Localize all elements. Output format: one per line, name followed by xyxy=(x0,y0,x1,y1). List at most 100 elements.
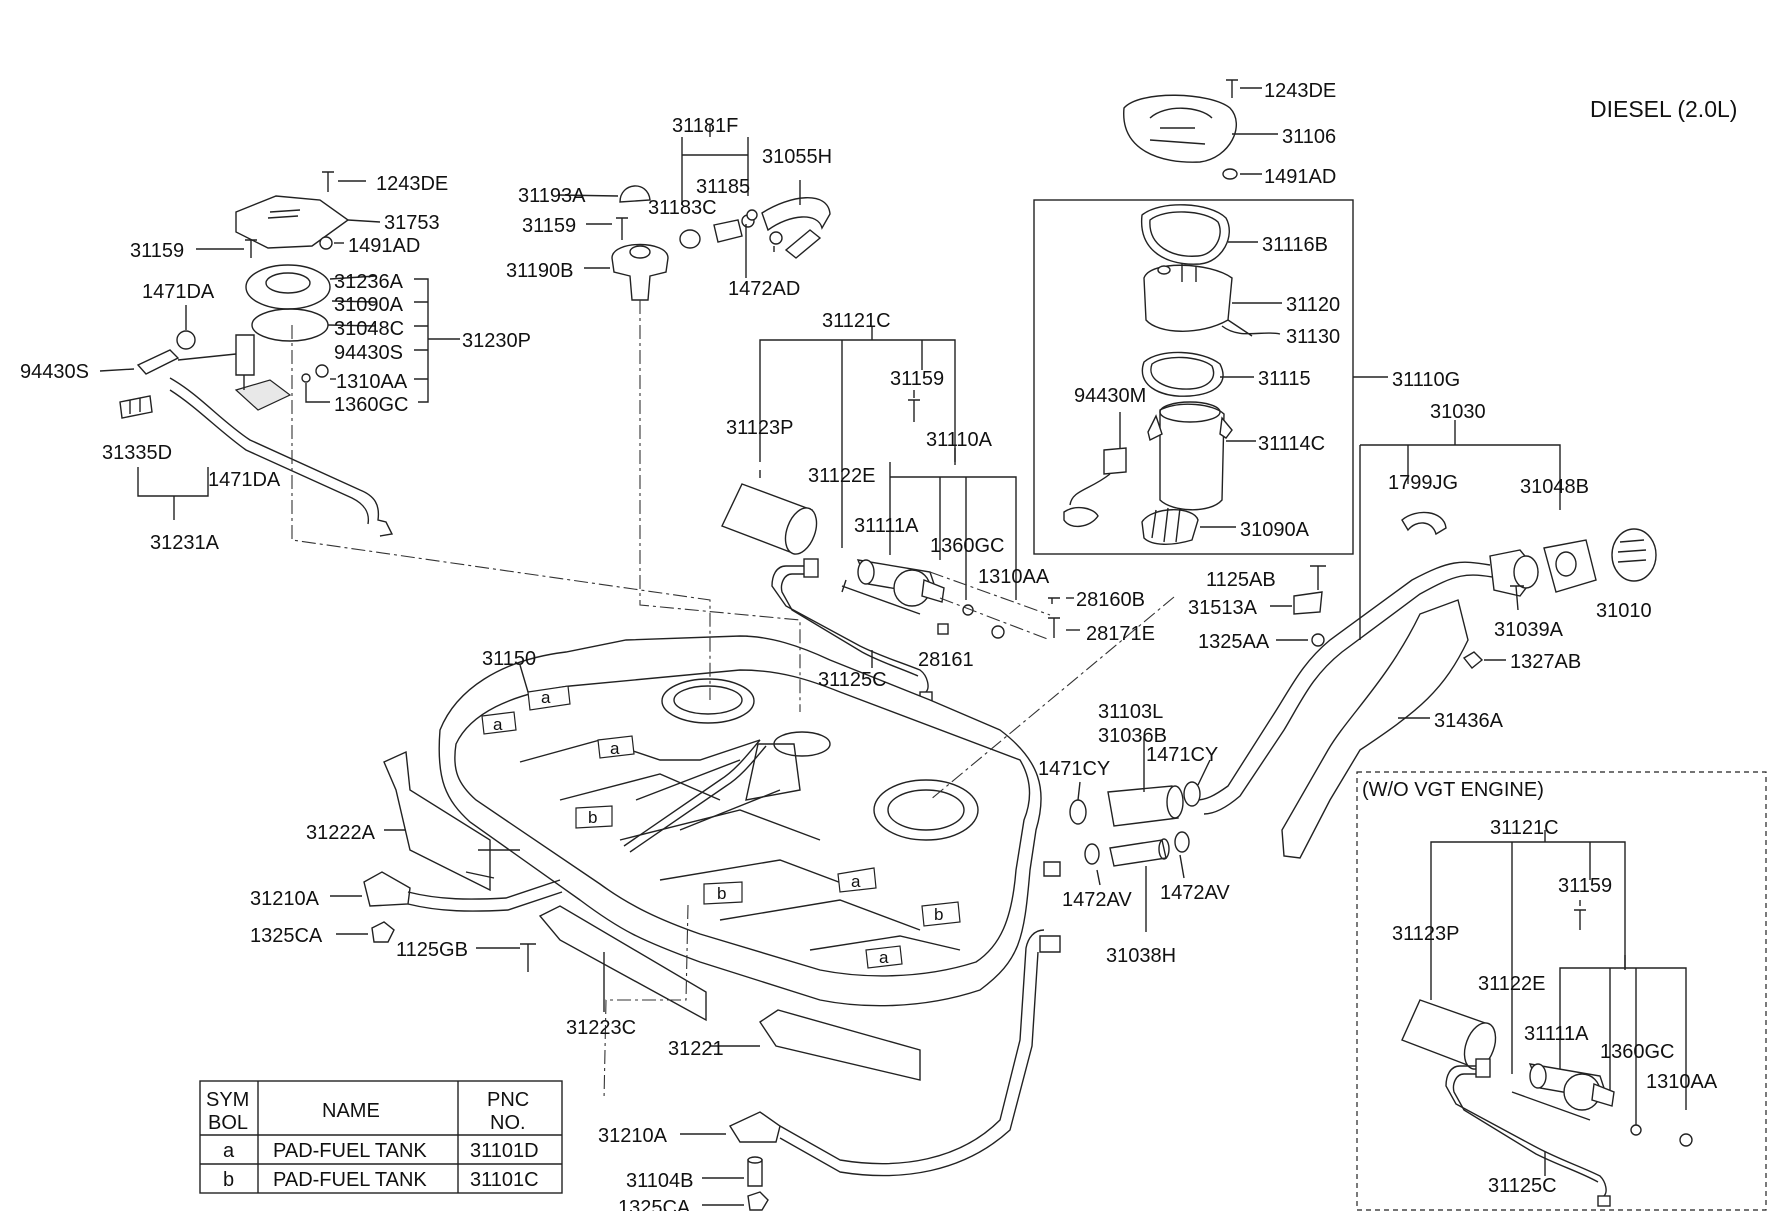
part-label: 1325CA xyxy=(618,1197,691,1211)
part-label: 1243DE xyxy=(1264,80,1336,102)
part-label: 31048C xyxy=(334,318,404,340)
part-label: 31030 xyxy=(1430,401,1486,423)
part-label: 1471DA xyxy=(142,281,215,303)
part-label: 31010 xyxy=(1596,600,1652,622)
inset-wo-vgt-engine xyxy=(1356,771,1767,1211)
part-label: 31185 xyxy=(696,176,750,198)
part-label: 31115 xyxy=(1258,368,1311,390)
part-label: 94430S xyxy=(20,361,89,383)
part-label: 31335D xyxy=(102,442,172,464)
part-label: 31090A xyxy=(334,294,404,316)
pump-module-assembly xyxy=(1033,79,1388,555)
part-label: 31114C xyxy=(1258,433,1325,455)
part-label: 31183C xyxy=(648,197,717,219)
legend-header-pnc: PNC xyxy=(487,1089,529,1111)
part-label: 1310AA xyxy=(978,566,1050,588)
part-label: 31090A xyxy=(1240,519,1310,541)
part-label: 31122E xyxy=(1478,973,1545,995)
filler-hoses xyxy=(1069,736,1211,932)
part-label: 31048B xyxy=(1520,476,1589,498)
filler-neck-assembly xyxy=(1195,420,1657,859)
part-label: 1325AA xyxy=(1198,631,1270,653)
part-label: 31159 xyxy=(522,215,576,237)
part-label: 31123P xyxy=(726,417,793,439)
part-label: 31104B xyxy=(626,1170,693,1192)
pad-b-marker: b xyxy=(703,881,743,905)
part-label: 1471CY xyxy=(1146,744,1218,766)
part-label: 1471DA xyxy=(208,469,281,491)
part-label: 1360GC xyxy=(334,394,409,416)
legend-row-pnc: 31101D xyxy=(470,1140,539,1162)
part-label: 31236A xyxy=(334,271,404,293)
part-label: 1243DE xyxy=(376,173,448,195)
part-label: 1325CA xyxy=(250,925,323,947)
inset-title: (W/O VGT ENGINE) xyxy=(1362,779,1544,801)
part-label: 31193A xyxy=(518,185,586,207)
part-label: 1360GC xyxy=(930,535,1005,557)
part-label: 31123P xyxy=(1392,923,1459,945)
part-label: 1125AB xyxy=(1206,569,1276,591)
part-label: 31122E xyxy=(808,465,875,487)
part-label: 31222A xyxy=(306,822,376,844)
part-label: 31181F xyxy=(672,115,738,137)
fuel-filter-assembly xyxy=(721,326,1080,703)
part-label: 94430M xyxy=(1074,385,1146,407)
part-label: 31159 xyxy=(130,240,184,262)
diagram-title: DIESEL (2.0L) xyxy=(1590,96,1737,122)
part-label: 31753 xyxy=(384,212,440,234)
part-label: 31121C xyxy=(822,310,891,332)
part-label: 31036B xyxy=(1098,725,1167,747)
part-label: 1472AD xyxy=(728,278,800,300)
part-label: 31130 xyxy=(1286,326,1340,348)
part-label: 31039A xyxy=(1494,619,1564,641)
svg-text:a: a xyxy=(493,715,503,734)
part-label: 31159 xyxy=(890,368,944,390)
part-label: 31103L xyxy=(1098,701,1163,723)
part-label: 31120 xyxy=(1286,294,1340,316)
pad-a-marker: a xyxy=(527,685,571,711)
part-label: 1310AA xyxy=(1646,1071,1718,1093)
part-label: 1491AD xyxy=(348,235,420,257)
part-label: 1472AV xyxy=(1160,882,1230,904)
part-label: 28161 xyxy=(918,649,974,671)
part-label: 31436A xyxy=(1434,710,1504,732)
tank-straps xyxy=(330,750,1045,1211)
svg-text:a: a xyxy=(851,872,861,891)
part-label: 31110A xyxy=(926,429,993,451)
part-label: 31111A xyxy=(1524,1023,1589,1045)
pad-a-marker: a xyxy=(597,735,635,759)
part-label: 31106 xyxy=(1282,126,1336,148)
part-label: 31055H xyxy=(762,146,832,168)
part-labels: 1243DE 31753 31159 1491AD 1471DA 31236A … xyxy=(20,80,1718,1211)
part-label: 1125GB xyxy=(396,939,468,961)
part-label: 31116B xyxy=(1262,234,1328,256)
assembly-center-lines xyxy=(291,300,1175,1101)
vent-valve-assembly xyxy=(557,124,831,301)
part-label: 31231A xyxy=(150,532,220,554)
part-label: 31159 xyxy=(1558,875,1612,897)
part-label: 1310AA xyxy=(336,371,408,393)
part-label: 31110G xyxy=(1392,369,1460,391)
pad-a-marker: a xyxy=(865,945,903,969)
part-label: 31121C xyxy=(1490,817,1559,839)
part-label: 31150 xyxy=(482,648,536,670)
part-label: 31513A xyxy=(1188,597,1258,619)
legend-row-symbol: b xyxy=(223,1169,234,1191)
part-label: 31111A xyxy=(854,515,919,537)
pad-b-marker: b xyxy=(921,901,961,927)
svg-text:b: b xyxy=(717,884,726,903)
pad-a-marker: a xyxy=(837,867,877,893)
svg-text:b: b xyxy=(588,808,597,827)
legend-row-name: PAD-FUEL TANK xyxy=(273,1140,427,1162)
legend-table: SYM BOL NAME PNC NO. a PAD-FUEL TANK 311… xyxy=(199,1080,563,1194)
sender-assembly xyxy=(99,171,460,537)
part-label: 1327AB xyxy=(1510,651,1581,673)
fuel-tank: a a a a a b b b xyxy=(438,635,1061,1007)
part-label: 1491AD xyxy=(1264,166,1336,188)
part-label: 28160B xyxy=(1076,589,1145,611)
svg-text:a: a xyxy=(610,739,620,758)
part-label: 31125C xyxy=(818,669,887,691)
part-label: 94430S xyxy=(334,342,403,364)
part-label: 31210A xyxy=(250,888,320,910)
